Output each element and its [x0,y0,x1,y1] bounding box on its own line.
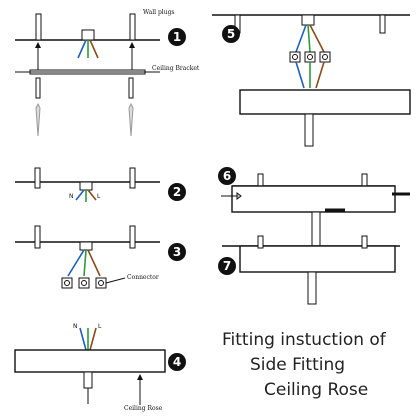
live-label-step-4: L [98,323,102,330]
live-label-step-2: L [97,193,101,200]
step-6-badge: 6 [218,167,236,185]
ceiling-bracket-label: Ceiling Bracket [152,65,200,72]
caption-line-3: Ceiling Rose [264,380,369,400]
step-7-drawing [222,235,400,305]
step-1-drawing [15,13,160,137]
connector-label: Connector [127,274,159,281]
step-3-drawing [15,225,160,289]
neutral-label-step-2: N [69,193,74,200]
step-4-drawing [14,327,166,405]
ceiling-rose-label: Ceiling Rose [124,405,163,412]
neutral-label-step-4: N [73,323,78,330]
step-1-badge: 1 [168,28,186,46]
wall-plugs-label: Wall plugs [143,9,175,16]
step-7-badge: 7 [218,257,236,275]
step-6-drawing [221,173,410,255]
step-3-badge: 3 [168,243,186,261]
step-5-badge: 5 [222,25,240,43]
caption-line-1: Fitting instuction of [222,330,386,350]
step-5-drawing [212,14,411,147]
step-4-badge: 4 [168,353,186,371]
step-2-drawing [15,167,160,202]
step-2-badge: 2 [168,183,186,201]
caption-line-2: Side Fitting [250,355,346,375]
